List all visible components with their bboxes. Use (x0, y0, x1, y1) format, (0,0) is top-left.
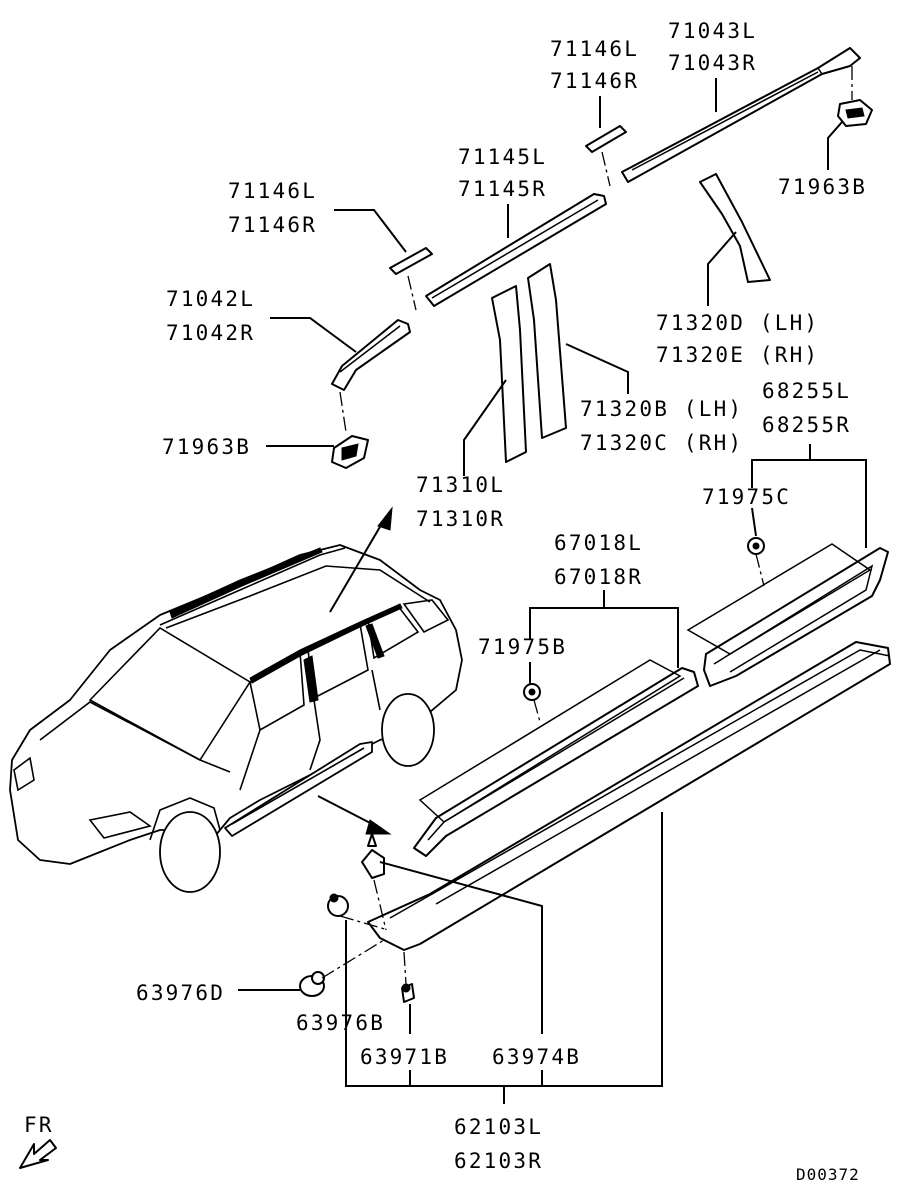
clip-63976b[interactable] (327, 893, 349, 917)
label-63976d: 63976D (136, 981, 225, 1005)
label-71975c: 71975C (702, 485, 791, 509)
side-garnish-rear-68255[interactable] (686, 543, 889, 687)
label-71042l: 71042L (166, 287, 255, 311)
clip-71963b-left[interactable] (331, 435, 369, 469)
label-71310r: 71310R (416, 507, 505, 531)
label-63971b: 63971B (360, 1045, 449, 1069)
label-63974b: 63974B (492, 1045, 581, 1069)
label-71146r-mid: 71146R (228, 213, 317, 237)
label-68255l: 68255L (762, 379, 851, 403)
label-fr: FR (24, 1113, 54, 1137)
dash-line (339, 391, 347, 433)
direction-arrow-roof (329, 506, 393, 613)
label-63976b: 63976B (296, 1011, 385, 1035)
dash-line (373, 879, 387, 931)
joint-cover-top[interactable] (585, 125, 627, 153)
clip-63974b[interactable] (361, 833, 385, 879)
roof-molding-front[interactable] (331, 319, 411, 391)
label-71320c: 71320C (RH) (580, 431, 743, 455)
label-62103l: 62103L (454, 1115, 543, 1139)
label-71320d: 71320D (LH) (656, 311, 819, 335)
label-71145r: 71145R (458, 177, 547, 201)
label-67018l: 67018L (554, 531, 643, 555)
pillar-garnish-71320b[interactable] (527, 263, 567, 439)
dash-line (407, 275, 417, 311)
dash-line (403, 951, 407, 985)
label-68255r: 68255R (762, 413, 851, 437)
clip-71975c[interactable] (747, 537, 765, 555)
vehicle-outline (9, 544, 463, 893)
label-71043l: 71043L (668, 19, 757, 43)
joint-cover-mid[interactable] (389, 247, 433, 275)
clip-71963b-right[interactable] (837, 99, 873, 127)
figure-id: D00372 (796, 1165, 860, 1184)
clip-71975b[interactable] (523, 683, 541, 701)
label-71320b: 71320B (LH) (580, 397, 743, 421)
label-71963b-right: 71963B (778, 175, 867, 199)
front-direction-arrow (19, 1139, 57, 1169)
label-71145l: 71145L (458, 145, 547, 169)
side-sill-62103[interactable] (367, 641, 891, 951)
label-62103r: 62103R (454, 1149, 543, 1173)
direction-arrow-sill (317, 795, 392, 835)
label-67018r: 67018R (554, 565, 643, 589)
dash-line (321, 939, 385, 979)
dash-line (533, 699, 541, 723)
pillar-garnish-71310[interactable] (491, 285, 527, 463)
label-71310l: 71310L (416, 473, 505, 497)
side-garnish-front-67018[interactable] (413, 659, 699, 857)
label-71975b: 71975B (478, 635, 567, 659)
screw-63971b[interactable] (401, 983, 415, 1003)
label-71146l-mid: 71146L (228, 179, 317, 203)
clip-63976d[interactable] (299, 971, 325, 997)
label-71963b-left: 71963B (162, 435, 251, 459)
pillar-garnish-71320d[interactable] (699, 173, 771, 283)
label-71320e: 71320E (RH) (656, 343, 819, 367)
label-71043r: 71043R (668, 51, 757, 75)
label-71146r-top: 71146R (550, 69, 639, 93)
roof-molding-middle[interactable] (425, 193, 607, 307)
dash-line (601, 151, 611, 187)
label-71042r: 71042R (166, 321, 255, 345)
label-71146l-top: 71146L (550, 37, 639, 61)
leader-lines (238, 78, 867, 1104)
roof-molding-rear[interactable] (621, 47, 861, 183)
dash-line (755, 553, 765, 587)
dash-line (339, 915, 389, 931)
